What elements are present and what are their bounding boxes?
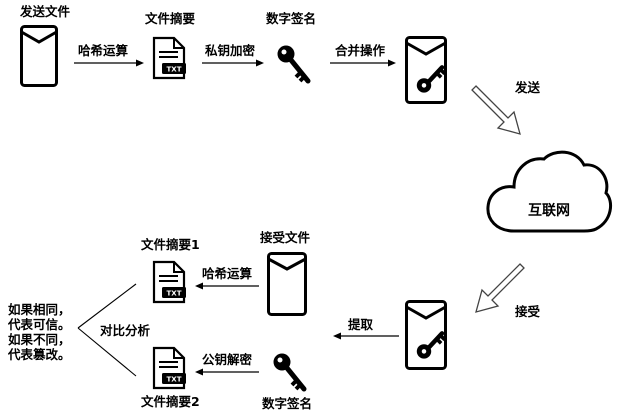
label-merge: 合并操作 bbox=[335, 43, 386, 58]
doc-badge-1: TXT bbox=[167, 290, 182, 298]
arrow-right-3 bbox=[330, 59, 396, 67]
received-file-envelope-icon bbox=[267, 252, 307, 316]
arrow-left-extract bbox=[333, 332, 399, 340]
label-signature: 数字签名 bbox=[266, 11, 317, 26]
label-public-decrypt: 公钥解密 bbox=[202, 352, 253, 367]
doc-badge-2: TXT bbox=[167, 376, 182, 384]
label-received-file: 接受文件 bbox=[260, 230, 311, 245]
compare-lines bbox=[77, 283, 137, 377]
receive-arrow bbox=[475, 263, 525, 313]
document-icon: TXT bbox=[152, 36, 186, 80]
label-send: 发送 bbox=[515, 80, 541, 95]
arrow-left-hash bbox=[195, 282, 259, 290]
envelope-icon bbox=[20, 25, 58, 87]
key-icon-2 bbox=[273, 353, 307, 392]
label-hash-op-2: 哈希运算 bbox=[202, 266, 253, 281]
label-private-encrypt: 私钥加密 bbox=[205, 43, 256, 58]
label-digest-2: 文件摘要2 bbox=[141, 394, 200, 409]
label-send-file: 发送文件 bbox=[20, 4, 71, 19]
received-envelope-icon bbox=[405, 300, 447, 370]
label-receive: 接受 bbox=[515, 304, 541, 319]
arrow-right-1 bbox=[74, 59, 144, 67]
cloud-icon bbox=[486, 150, 613, 233]
arrow-right-2 bbox=[202, 59, 264, 67]
doc-badge: TXT bbox=[167, 66, 182, 74]
conclusion-note: 如果相同， 代表可信。 如果不同， 代表篡改。 bbox=[8, 302, 71, 362]
send-arrow bbox=[471, 85, 521, 135]
arrow-left-decrypt bbox=[195, 368, 259, 376]
envelope-with-key-icon bbox=[405, 36, 447, 104]
cloud-label: 互联网 bbox=[528, 203, 570, 219]
label-signature-2: 数字签名 bbox=[262, 396, 313, 411]
label-digest: 文件摘要 bbox=[145, 11, 196, 26]
label-hash-op: 哈希运算 bbox=[78, 43, 129, 58]
document-icon-1: TXT bbox=[152, 260, 186, 304]
document-icon-2: TXT bbox=[152, 346, 186, 390]
label-digest-1: 文件摘要1 bbox=[141, 237, 200, 252]
label-extract: 提取 bbox=[348, 317, 374, 332]
label-compare: 对比分析 bbox=[100, 323, 151, 338]
key-icon bbox=[277, 45, 311, 84]
